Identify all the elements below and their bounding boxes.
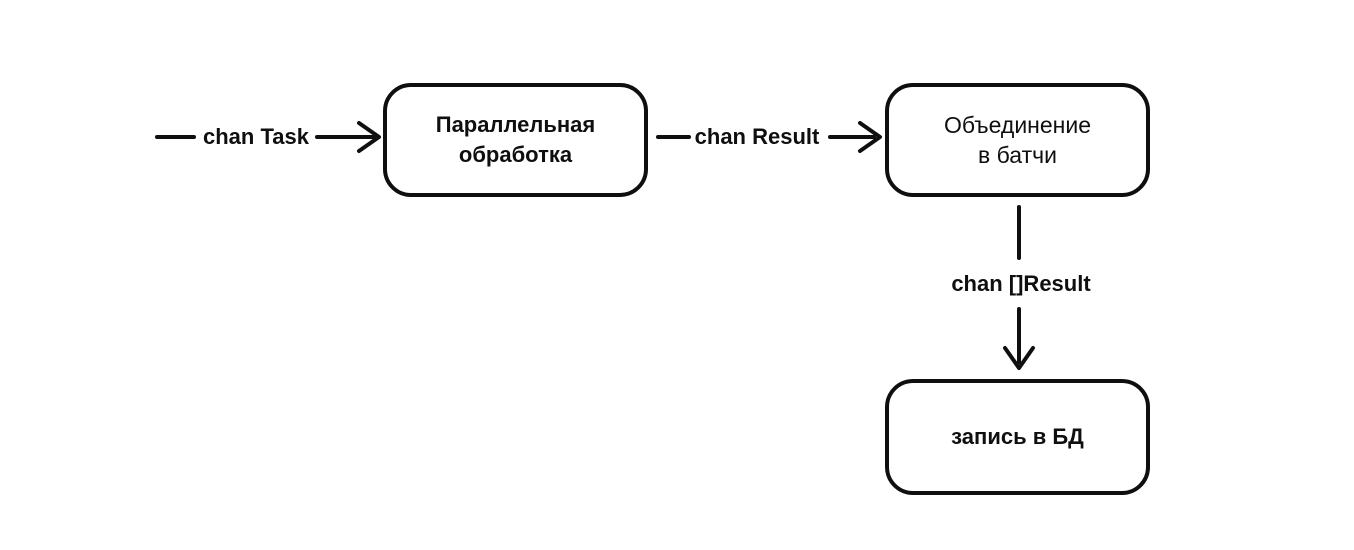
- node-parallel-processing: Параллельная обработка: [383, 83, 648, 197]
- node-label-line: обработка: [458, 142, 573, 167]
- node-label-line: Параллельная: [435, 112, 596, 137]
- edge-label-chan-task: chan Task: [203, 124, 309, 149]
- arrowhead-down-icon: [1003, 346, 1035, 370]
- edge-chan-task: [155, 121, 381, 153]
- edge-chan-result: [656, 121, 882, 153]
- node-label-line: Объединение: [943, 112, 1092, 138]
- arrowhead-right-icon: [357, 121, 381, 153]
- edge-label-chan-batch-result: chan []Result: [951, 271, 1091, 296]
- node-label-line: запись в БД: [951, 424, 1084, 449]
- node-batch-merge: Объединение в батчи: [885, 83, 1150, 197]
- edge-label-chan-result: chan Result: [694, 124, 820, 149]
- node-db-write: запись в БД: [885, 379, 1150, 495]
- node-label-line: в батчи: [978, 142, 1057, 168]
- arrowhead-right-icon: [858, 121, 882, 153]
- edge-chan-batch-result: [1003, 205, 1035, 370]
